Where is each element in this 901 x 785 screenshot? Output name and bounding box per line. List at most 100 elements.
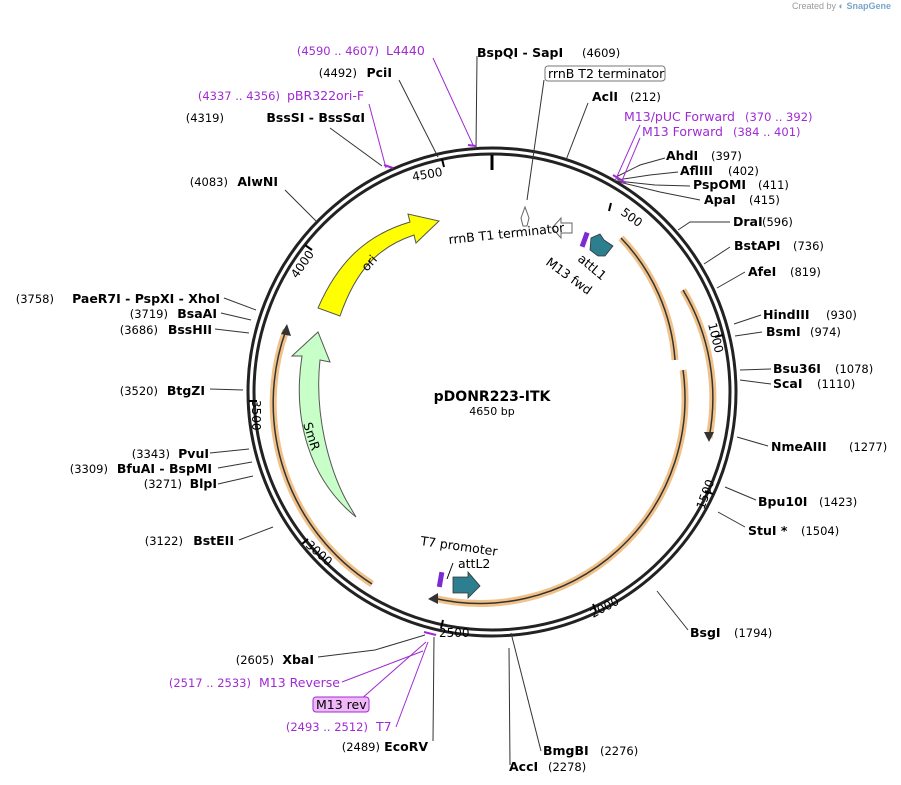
leader-afliii — [616, 171, 679, 181]
site-afliii-pos: (402) — [728, 164, 759, 178]
orf-arc-2 — [682, 289, 714, 439]
site-nmeaiii-pos: (1277) — [849, 440, 887, 454]
site-bstapi: BstAPI — [734, 238, 780, 253]
leader-l4440 — [432, 57, 474, 146]
site-bsu36i: Bsu36I — [773, 361, 821, 376]
site-blpi: BlpI — [190, 476, 217, 491]
site-apai: ApaI — [704, 192, 736, 207]
site-bsteii: BstEII — [193, 533, 234, 548]
site-bspqi: BspQI - SapI — [477, 45, 563, 60]
backbone — [246, 146, 738, 638]
site-scai: ScaI — [773, 376, 803, 391]
site-pspomi-pos: (411) — [758, 178, 789, 192]
leader-m13-puc-forward — [614, 124, 641, 182]
marker-m13-reverse — [423, 631, 437, 636]
primer-m13-forward: M13 Forward — [642, 124, 723, 139]
site-bsgi-pos: (1794) — [734, 626, 772, 640]
site-bsgi: BsgI — [690, 625, 721, 640]
site-xbai-pos: (2605) — [236, 653, 274, 667]
site-bsu36i-pos: (1078) — [835, 362, 873, 376]
leader-m13-forward — [620, 137, 641, 184]
snapgene-credit: Created by ◐ SnapGene — [792, 1, 891, 11]
site-afei: AfeI — [748, 264, 776, 279]
site-paer7i: PaeR7I - PspXI - XhoI — [72, 291, 220, 306]
site-acci: AccI — [509, 759, 538, 774]
leader-hindiii — [733, 314, 762, 325]
leader-pvui — [209, 448, 250, 454]
leader-bmgbi — [510, 632, 542, 752]
site-bsteii-pos: (3122) — [145, 534, 183, 548]
tick-label-2500: 2500 — [439, 626, 470, 640]
t7-leader — [446, 562, 454, 580]
leader-bsu36i — [739, 368, 772, 371]
leader-t7 — [395, 641, 429, 728]
leader-bsgi — [656, 590, 689, 631]
site-bmgbi-pos: (2276) — [600, 744, 638, 758]
site-bsssi-pos: (4319) — [186, 111, 224, 125]
site-bsssi: BssSI - BssSαI — [266, 110, 365, 125]
leader-nmeaiii — [736, 436, 769, 447]
leader-paer7i — [223, 297, 257, 311]
orf-arc-1-glow — [618, 235, 679, 361]
site-bsaai-pos: (3719) — [130, 307, 168, 321]
plasmid-name: pDONR223-ITK — [434, 389, 552, 405]
site-btgzi-pos: (3520) — [120, 384, 158, 398]
ori-arrow — [317, 213, 441, 317]
site-afei-pos: (819) — [790, 265, 821, 279]
tick-mark-2000 — [592, 603, 597, 612]
snapgene-logo-icon: ◐ — [838, 1, 844, 11]
leader-acci — [508, 647, 511, 766]
leader-bfuai — [217, 461, 253, 469]
leader-bsmi — [734, 331, 763, 337]
leader-drai — [677, 221, 730, 231]
attl2-label: attL2 — [458, 556, 490, 571]
site-alwni: AlwNI — [237, 174, 278, 189]
leader-pbr322ori-f — [368, 103, 387, 169]
site-bpu10i: Bpu10I — [758, 494, 807, 509]
primer-pbr322ori-f: pBR322ori-F — [287, 88, 364, 103]
site-bsshii-pos: (3686) — [120, 323, 158, 337]
marker-l4440 — [467, 144, 477, 147]
tick-mark-4500 — [441, 158, 445, 168]
site-hindiii: HindIII — [763, 307, 810, 322]
tick-mark-1500 — [704, 490, 714, 495]
m13-rev-box — [312, 696, 370, 713]
site-bsmi: BsmI — [766, 324, 801, 339]
site-scai-pos: (1110) — [817, 377, 855, 391]
marker-pbr322ori-f — [383, 164, 394, 169]
orf-arc-1 — [620, 237, 676, 361]
site-bspqi-pos: (4609) — [582, 46, 620, 60]
site-alwni-pos: (4083) — [190, 175, 228, 189]
orf-arc-3 — [432, 369, 686, 605]
site-xbai: XbaI — [282, 652, 314, 667]
tick-label-3500: 3500 — [249, 400, 263, 431]
rrnb-t2-label: rrnB T2 terminator — [548, 66, 665, 81]
site-ecorv-pos: (2489) — [342, 740, 380, 754]
primer-l4440-range: (4590 .. 4607) — [297, 44, 379, 58]
site-acli-pos: (212) — [630, 90, 661, 104]
primer-l4440: L4440 — [386, 43, 425, 58]
attl2-arrow — [452, 570, 481, 599]
site-ahdi-pos: (397) — [711, 149, 742, 163]
primer-t7-range: (2493 .. 2512) — [286, 720, 368, 734]
leader-m13-rev-box — [359, 641, 427, 701]
tick-mark-4000 — [304, 244, 313, 251]
primer-t7: T7 — [375, 719, 392, 734]
site-ecorv: EcoRV — [384, 739, 428, 754]
primer-m13-puc-forward: M13/pUC Forward — [624, 109, 735, 124]
credit-prefix: Created by — [791, 1, 837, 11]
leader-pspomi — [617, 180, 691, 187]
site-btgzi: BtgZI — [167, 383, 205, 398]
primer-m13-reverse: M13 Reverse — [259, 675, 340, 690]
site-pvui-pos: (3343) — [132, 447, 170, 461]
primer-leaders — [341, 57, 641, 728]
tick-label-2000: 2000 — [588, 594, 622, 621]
site-leaders — [209, 55, 772, 766]
site-bfuai: BfuAI - BspMI — [117, 461, 212, 476]
leader-ecorv — [432, 636, 435, 742]
tick-label-500: 500 — [618, 205, 645, 230]
leader-apai — [618, 181, 701, 201]
orf-arcs — [269, 235, 717, 607]
site-bsaai: BsaAI — [177, 306, 217, 321]
